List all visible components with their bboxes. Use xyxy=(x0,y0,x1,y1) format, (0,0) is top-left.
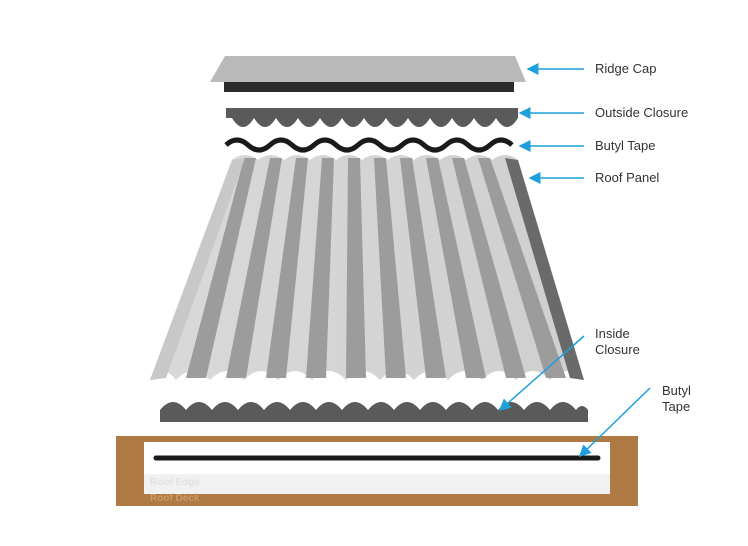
butyl-tape-bottom-label-line1: Butyl xyxy=(662,383,691,398)
roof-panel-label: Roof Panel xyxy=(595,170,660,185)
inside-closure-label: Inside Closure xyxy=(595,326,640,358)
ridge-cap-label: Ridge Cap xyxy=(595,61,657,76)
roof-edge-label: Roof Edge xyxy=(150,477,200,488)
inside-closure-label-line1: Inside xyxy=(595,326,630,341)
butyl-tape-top-part xyxy=(224,137,514,153)
roof-base-part xyxy=(116,436,638,506)
roof-deck-label: Roof Deck xyxy=(150,493,200,504)
butyl-tape-bottom-arrow xyxy=(578,387,651,458)
inside-closure-arrow xyxy=(498,335,585,411)
outside-closure-part xyxy=(226,108,518,127)
outside-closure-label: Outside Closure xyxy=(595,105,689,120)
ridge-cap-part xyxy=(210,56,526,92)
roof-panel-part xyxy=(150,155,584,380)
butyl-tape-top-label: Butyl Tape xyxy=(595,138,656,153)
inside-closure-label-line2: Closure xyxy=(595,342,640,357)
inside-closure-part xyxy=(160,402,588,422)
butyl-tape-bottom-label: Butyl Tape xyxy=(662,383,691,415)
butyl-tape-bottom-label-line2: Tape xyxy=(662,399,691,414)
